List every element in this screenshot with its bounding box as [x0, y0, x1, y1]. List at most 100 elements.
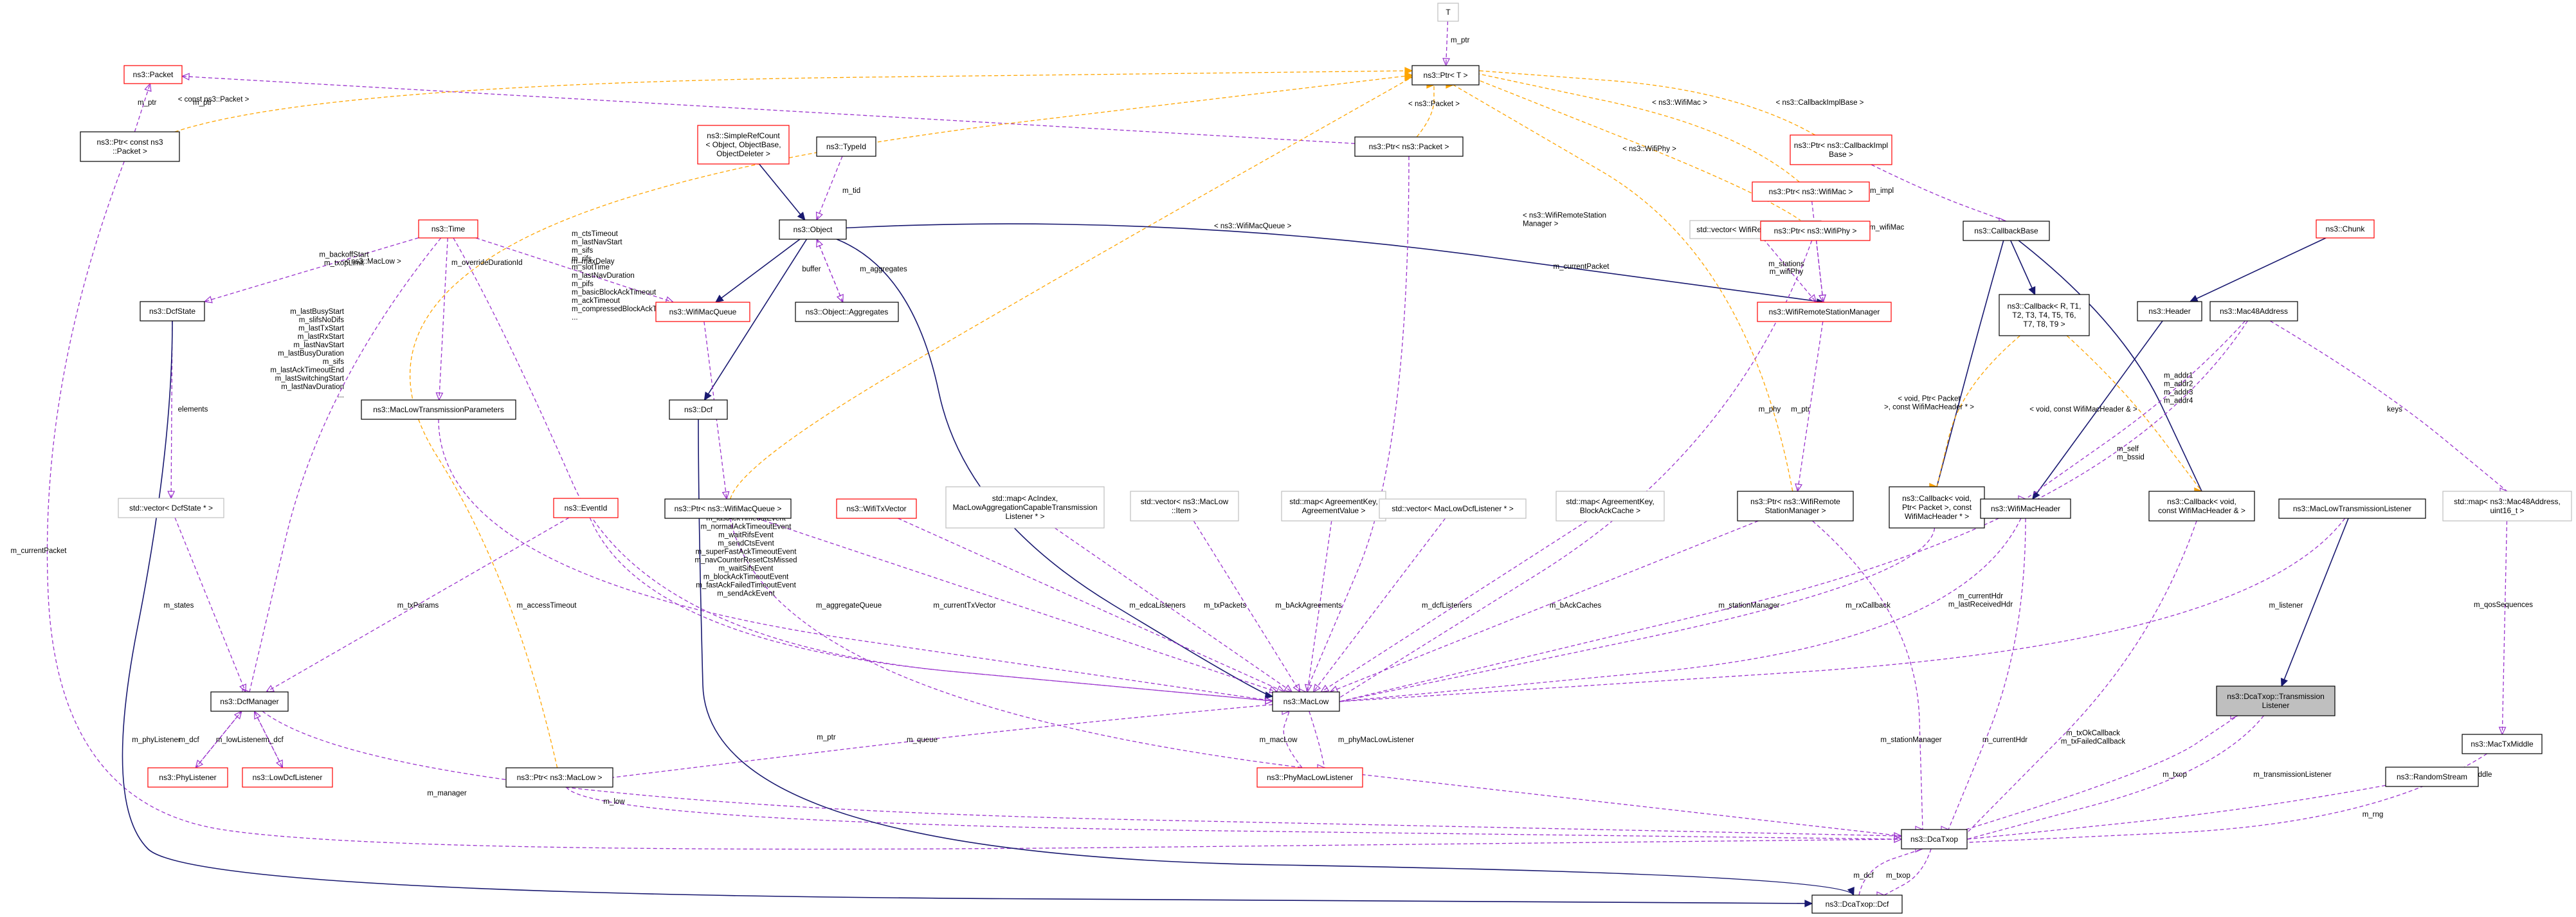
class-node-chunk[interactable]: ns3::Chunk — [2316, 219, 2375, 239]
edge-label-line: m_txFailedCallback — [2061, 738, 2126, 746]
class-node-vecmaclowdcflistener[interactable]: std::vector< MacLowDcfListener * > — [1379, 498, 1527, 519]
edge-arrowhead — [144, 82, 152, 92]
class-node-box — [1811, 894, 1903, 914]
class-node-callbackt9[interactable]: ns3::Callback< R, T1,T2, T3, T4, T5, T6,… — [1999, 294, 2090, 336]
edge-label-line: m_rxCallback — [1846, 602, 1891, 610]
edge-dcatxop-to-dcatxopdcf — [1883, 848, 1932, 896]
edge-label-line: m_low — [603, 798, 625, 806]
edge-ptrwifimacqueue-to-maclow — [756, 518, 1278, 693]
class-node-ptrconstpacket[interactable]: ns3::Ptr< const ns3::Packet > — [80, 131, 180, 162]
edge-arrowhead — [797, 212, 806, 221]
edge-label-line: m_slifsNoDifs — [299, 316, 345, 324]
edge-label-line: < ns3::WifiMacQueue > — [1214, 222, 1291, 230]
class-node-eventid[interactable]: ns3::EventId — [553, 498, 619, 518]
edge-label: m_ptr — [1451, 37, 1470, 44]
class-node-dcatxop[interactable]: ns3::DcaTxop — [1901, 829, 1968, 849]
class-node-lowdcflistener[interactable]: ns3::LowDcfListener — [242, 767, 333, 788]
class-node-label: ns3::Mac48Address — [2220, 307, 2288, 316]
edge-label-line: m_ptr — [138, 99, 157, 107]
class-node-time[interactable]: ns3::Time — [418, 219, 478, 239]
class-node-dcf[interactable]: ns3::Dcf — [669, 399, 728, 420]
class-node-phymaclowlistener[interactable]: ns3::PhyMacLowListener — [1256, 767, 1363, 788]
edge-label-line: m_qosSequences — [2474, 601, 2533, 609]
edge-label: < const ns3::Packet > — [178, 96, 249, 104]
class-node-ptrmaclow[interactable]: ns3::Ptr< ns3::MacLow > — [505, 767, 613, 788]
class-node-vecmaclowitem[interactable]: std::vector< ns3::MacLow::Item > — [1130, 491, 1239, 522]
class-node-dcfmanager[interactable]: ns3::DcfManager — [210, 691, 289, 712]
class-node-label: ns3::WifiMacQueue — [669, 307, 737, 316]
class-node-ptrwifimac[interactable]: ns3::Ptr< ns3::WifiMac > — [1752, 181, 1870, 202]
class-node-randomstream[interactable]: ns3::RandomStream — [2385, 767, 2479, 787]
edge-arrowhead — [1847, 887, 1855, 896]
class-node-wifimacheader[interactable]: ns3::WifiMacHeader — [1980, 498, 2071, 519]
edge-label-line: m_macLow — [1260, 736, 1298, 744]
edge-label-line: ... — [338, 392, 344, 399]
class-node-wifiremotestationmanager[interactable]: ns3::WifiRemoteStationManager — [1757, 302, 1892, 322]
edge-label: m_dcfListeners — [1422, 602, 1472, 610]
class-node-object[interactable]: ns3::Object — [779, 219, 847, 240]
class-node-mapblockackcache[interactable]: std::map< AgreementKey,BlockAckCache > — [1556, 491, 1665, 522]
edge-label-line: m_aggregates — [860, 266, 907, 273]
class-node-wifimacqueue[interactable]: ns3::WifiMacQueue — [655, 302, 750, 322]
class-node-ptrwifimacqueue[interactable]: ns3::Ptr< ns3::WifiMacQueue > — [664, 498, 792, 519]
edge-label: m_tid — [842, 187, 860, 195]
class-node-typeid[interactable]: ns3::TypeId — [816, 136, 876, 157]
edge-label: m_dcf — [1853, 872, 1874, 880]
edge-label-line: m_txop — [2163, 771, 2187, 779]
class-node-t[interactable]: T — [1437, 3, 1459, 22]
class-node-simplerefcount[interactable]: ns3::SimpleRefCount< Object, ObjectBase,… — [697, 125, 790, 165]
edge-ptrwifimacqueue-to-ptrt — [730, 77, 1413, 500]
edge-label-line: m_lastRxStart — [298, 333, 345, 341]
class-node-label: ns3::MacLowTransmissionListener — [2293, 504, 2411, 513]
class-node-ptrwifiremotestationmanager[interactable]: ns3::Ptr< ns3::WifiRemoteStationManager … — [1737, 491, 1854, 522]
class-node-mapacindex[interactable]: std::map< AcIndex,MacLowAggregationCapab… — [945, 486, 1105, 529]
edge-label-line: m_waitRifsEvent — [718, 532, 774, 540]
edge-dcfstate-to-vecdcfstate — [170, 320, 173, 499]
class-node-maclow[interactable]: ns3::MacLow — [1272, 691, 1340, 712]
edge-label-line: m_ptr — [817, 734, 836, 741]
class-node-callbackbase[interactable]: ns3::CallbackBase — [1963, 221, 2050, 241]
class-node-wifitxvector[interactable]: ns3::WifiTxVector — [836, 498, 917, 519]
class-node-label: ns3::PhyMacLowListener — [1267, 773, 1353, 782]
edge-label-line: m_overrideDurationId — [451, 259, 523, 267]
class-node-aggregates[interactable]: ns3::Object::Aggregates — [795, 302, 899, 322]
class-node-callbackvoidheader[interactable]: ns3::Callback< void,const WifiMacHeader … — [2148, 491, 2255, 522]
edge-label: m_lastAckTimeoutEventm_normalAckTimeoutE… — [694, 515, 797, 598]
class-node-mactxmiddle[interactable]: ns3::MacTxMiddle — [2462, 734, 2543, 754]
class-node-ptrwifiphy[interactable]: ns3::Ptr< ns3::WifiPhy > — [1760, 221, 1871, 241]
class-node-packet[interactable]: ns3::Packet — [123, 65, 183, 84]
edge-callbackt9-to-callbackvoidpacket — [1936, 335, 2020, 487]
edge-label-line: m_txopLimit — [324, 260, 365, 268]
edge-maclowtransmissionlistener-to-maclow — [1339, 518, 2346, 702]
class-node-box — [418, 219, 478, 239]
class-node-phylistener[interactable]: ns3::PhyListener — [147, 767, 228, 788]
class-node-maclowtransmissionlistener[interactable]: ns3::MacLowTransmissionListener — [2278, 498, 2426, 519]
class-node-header[interactable]: ns3::Header — [2137, 301, 2202, 322]
edge-label: m_ptr — [138, 99, 157, 107]
edge-label-line: m_accessTimeout — [517, 602, 577, 610]
class-node-maclowtransmissionparameters[interactable]: ns3::MacLowTransmissionParameters — [361, 399, 516, 420]
edge-label-line: m_stationManager — [1718, 602, 1779, 610]
class-node-ptrcallbackimpl[interactable]: ns3::Ptr< ns3::CallbackImplBase > — [1790, 134, 1892, 165]
class-node-callbackvoidpacket[interactable]: ns3::Callback< void,Ptr< Packet >, const… — [1889, 486, 1985, 529]
edge-ptrcallbackimpl-to-ptrt — [1478, 70, 1816, 136]
class-node-transmissionlistener[interactable]: ns3::DcaTxop::TransmissionListener — [2216, 685, 2336, 716]
class-node-mac48address[interactable]: ns3::Mac48Address — [2209, 301, 2298, 322]
class-node-vecdcfstate[interactable]: std::vector< DcfState * > — [118, 498, 224, 518]
class-node-label: ns3::Ptr< ns3::WifiMacQueue > — [675, 504, 782, 513]
class-node-label: const WifiMacHeader & > — [2158, 506, 2245, 515]
class-node-label: ns3::Object::Aggregates — [806, 307, 889, 316]
class-node-label: std::map< ns3::Mac48Address, — [2454, 497, 2561, 506]
class-node-mapmac48address[interactable]: std::map< ns3::Mac48Address,uint16_t > — [2442, 491, 2572, 522]
edge-label: m_ptr — [1791, 406, 1810, 413]
edge-label: m_ptr — [193, 99, 212, 107]
edge-label: < ns3::WifiPhy > — [1622, 145, 1676, 153]
class-node-ptrpacket[interactable]: ns3::Ptr< ns3::Packet > — [1354, 136, 1464, 157]
edge-label-line: m_stations — [1768, 260, 1804, 268]
class-node-ptrt[interactable]: ns3::Ptr< T > — [1411, 65, 1480, 86]
class-node-dcatxopdcf[interactable]: ns3::DcaTxop::Dcf — [1811, 894, 1903, 914]
class-node-dcfstate[interactable]: ns3::DcfState — [140, 301, 205, 322]
class-node-mapagreementvalue[interactable]: std::map< AgreementKey,AgreementValue > — [1281, 491, 1386, 522]
